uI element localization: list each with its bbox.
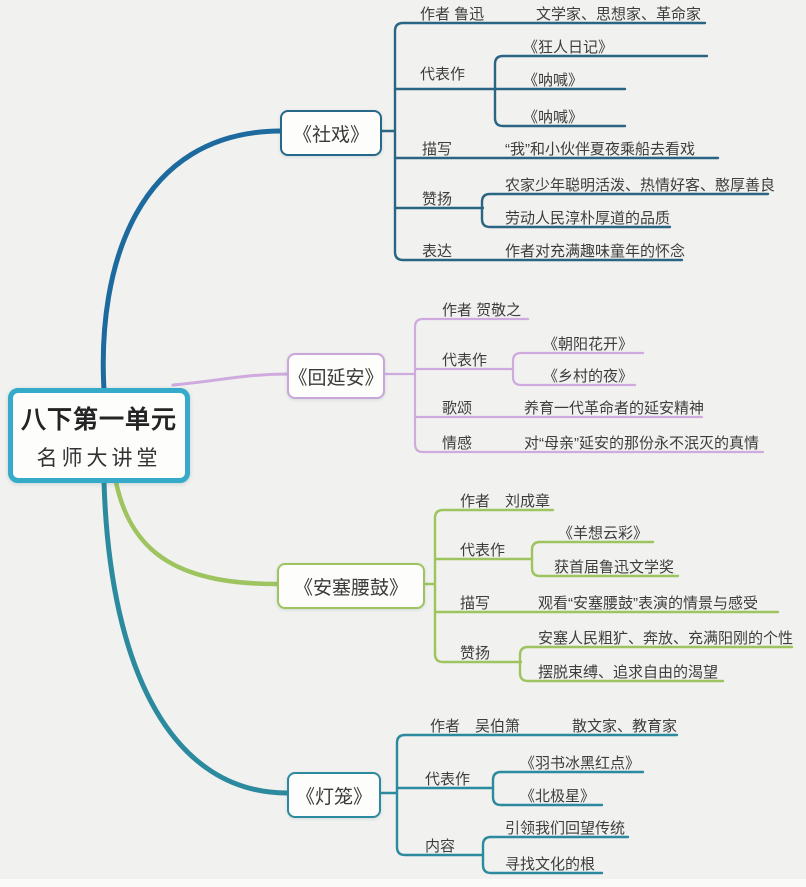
huiyanan-praise-label: 歌颂 bbox=[442, 400, 473, 417]
tree-shexi bbox=[376, 21, 770, 262]
ansai-works-label: 代表作 bbox=[460, 542, 506, 559]
ansai-praise-item: 摆脱束缚、追求自由的渴望 bbox=[538, 664, 719, 681]
denglong-content-item: 引领我们回望传统 bbox=[505, 820, 626, 837]
huiyanan-emotion-text: 对“母亲”延安的那份永不泯灭的真情 bbox=[524, 435, 759, 452]
shexi-express-text: 作者对充满趣味童年的怀念 bbox=[505, 243, 686, 260]
shexi-praise-item: 劳动人民淳朴厚道的品质 bbox=[505, 210, 671, 227]
ansai-desc-label: 描写 bbox=[460, 595, 491, 612]
shexi-praise-item: 农家少年聪明活泼、热情好客、憨厚善良 bbox=[505, 177, 776, 194]
shexi-author-desc: 文学家、思想家、革命家 bbox=[536, 6, 702, 23]
denglong-work-item: 《北极星》 bbox=[520, 788, 596, 805]
huiyanan-praise-text: 养育一代革命者的延安精神 bbox=[524, 400, 705, 417]
huiyanan-emotion-label: 情感 bbox=[442, 435, 473, 452]
denglong-work-item: 《羽书冰黑红点》 bbox=[520, 755, 641, 772]
root-topic[interactable]: 八下第一单元 名师大讲堂 bbox=[8, 388, 190, 483]
tree-denglong bbox=[375, 733, 679, 875]
curve-ansai bbox=[113, 479, 280, 587]
ansai-desc-text: 观看“安塞腰鼓”表演的情景与感受 bbox=[538, 595, 758, 612]
topic-ansai[interactable]: 《安塞腰鼓》 bbox=[277, 563, 425, 609]
curve-denglong bbox=[101, 479, 290, 796]
topic-huiyanan[interactable]: 《回延安》 bbox=[287, 353, 385, 399]
root-subtitle: 名师大讲堂 bbox=[36, 445, 162, 470]
denglong-content-label: 内容 bbox=[425, 838, 456, 855]
huiyanan-work-item: 《朝阳花开》 bbox=[543, 336, 634, 353]
shexi-praise-label: 赞扬 bbox=[422, 191, 453, 208]
ansai-work-item: 《羊想云彩》 bbox=[558, 525, 649, 542]
bottom-strip bbox=[0, 879, 806, 887]
ansai-praise-label: 赞扬 bbox=[460, 645, 491, 662]
denglong-content-item: 寻找文化的根 bbox=[505, 856, 596, 873]
ansai-author-label: 作者 刘成章 bbox=[460, 493, 551, 510]
shexi-work-item: 《呐喊》 bbox=[523, 109, 584, 126]
shexi-desc-text: “我”和小伙伴夏夜乘船去看戏 bbox=[505, 141, 695, 158]
shexi-works-label: 代表作 bbox=[420, 66, 466, 83]
denglong-works-label: 代表作 bbox=[425, 771, 471, 788]
curve-huiyanan bbox=[171, 372, 290, 387]
ansai-work-item: 获首届鲁迅文学奖 bbox=[554, 559, 675, 576]
shexi-work-item: 《狂人日记》 bbox=[523, 39, 614, 56]
shexi-desc-label: 描写 bbox=[422, 141, 453, 158]
shexi-author-label: 作者 鲁迅 bbox=[420, 6, 485, 23]
tree-huiyanan bbox=[378, 317, 765, 454]
topic-denglong[interactable]: 《灯笼》 bbox=[287, 772, 381, 818]
curve-shexi bbox=[100, 128, 283, 393]
ansai-praise-item: 安塞人民粗犷、奔放、充满阳刚的个性 bbox=[538, 630, 794, 647]
tree-ansai bbox=[418, 508, 794, 683]
shexi-work-item: 《呐喊》 bbox=[523, 72, 584, 89]
huiyanan-works-label: 代表作 bbox=[442, 352, 488, 369]
shexi-express-label: 表达 bbox=[422, 243, 453, 260]
root-title: 八下第一单元 bbox=[20, 405, 177, 434]
huiyanan-work-item: 《乡村的夜》 bbox=[543, 368, 634, 385]
denglong-author-label: 作者 吴伯箫 bbox=[430, 718, 521, 735]
huiyanan-author-label: 作者 贺敬之 bbox=[442, 302, 522, 319]
topic-shexi[interactable]: 《社戏》 bbox=[280, 110, 382, 156]
denglong-author-desc: 散文家、教育家 bbox=[572, 718, 678, 735]
